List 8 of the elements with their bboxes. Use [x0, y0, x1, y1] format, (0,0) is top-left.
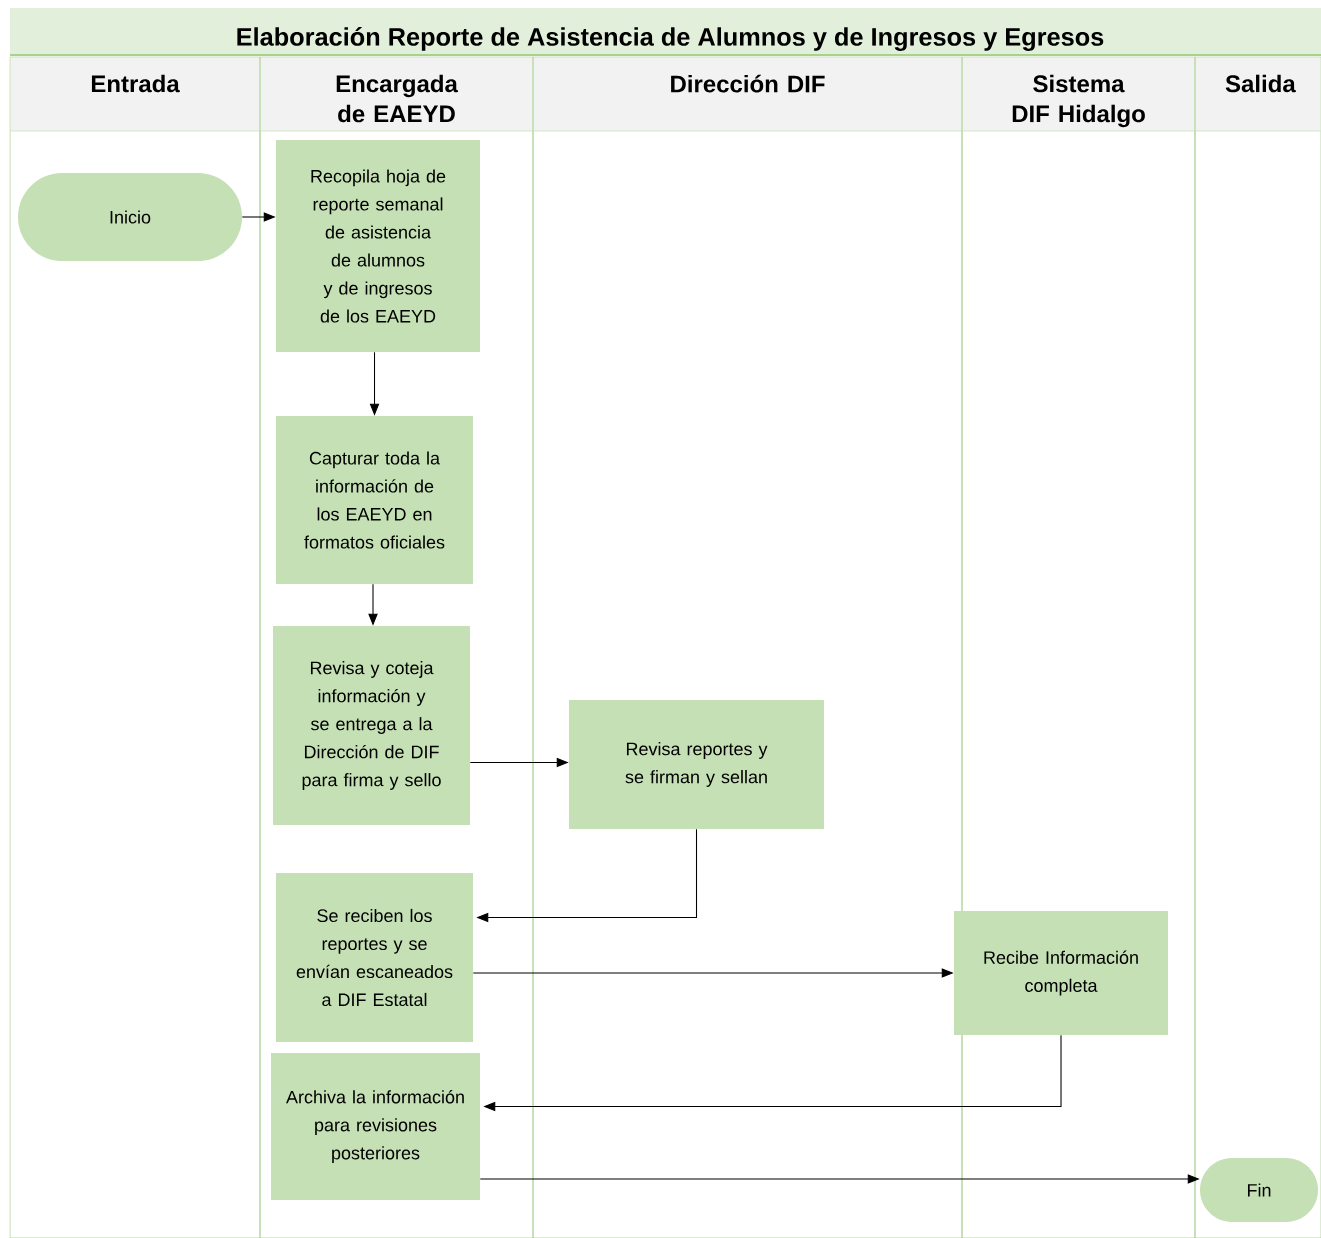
process-box: Recopila hoja de reporte semanal de asistencia de alumnos y de ingresos de los EAEYD — [276, 140, 480, 352]
process-box: Revisa y coteja información y se entrega a la Dirección de DIF para firma y sello — [273, 626, 470, 825]
process-box: Capturar toda la información de los EAEYD en formatos oficiales — [276, 416, 473, 584]
process-box: Revisa reportes y se firman y sellan — [569, 700, 824, 829]
process-box: Archiva la información para revisiones posteriores — [271, 1053, 480, 1200]
title-band: Elaboración Reporte de Asistencia de Alumnos y de Ingresos y Egresos — [9, 8, 1321, 56]
process-box: Se reciben los reportes y se envían escaneados a DIF Estatal — [276, 873, 473, 1042]
process-box: Recibe Información completa — [954, 911, 1168, 1035]
